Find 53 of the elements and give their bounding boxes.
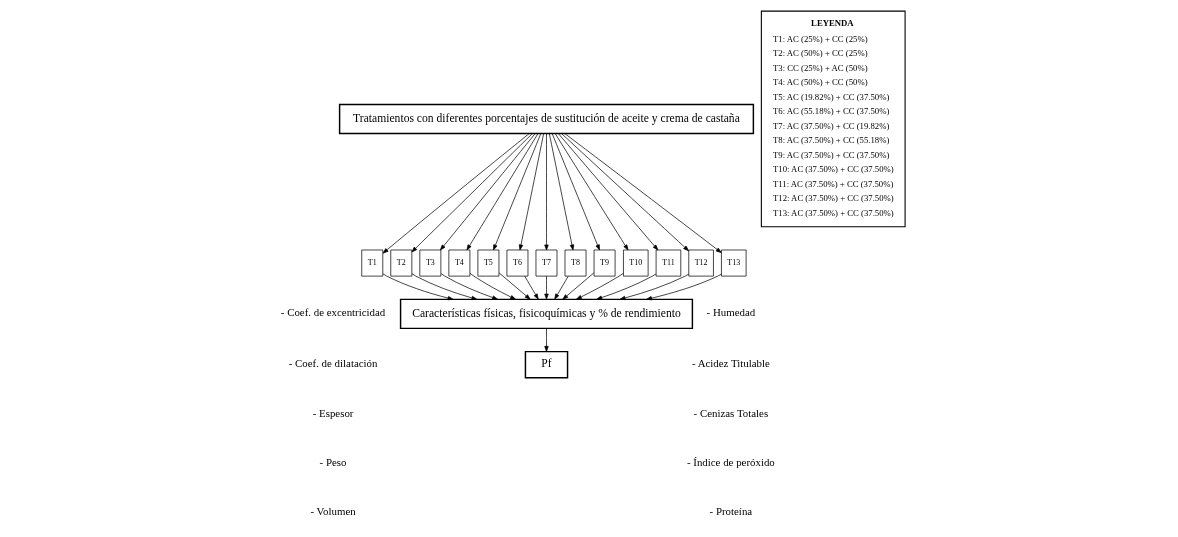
label: - Espesor (312, 406, 353, 419)
node-box: T12 (687, 249, 714, 277)
node-box: T9 (593, 249, 615, 277)
label: - Acidez Titulable (691, 357, 770, 370)
arrow (561, 272, 594, 300)
arrow (469, 272, 516, 300)
label: - Proteína (709, 505, 752, 518)
node-box: T7 (535, 249, 557, 277)
label: - Coef. de excentricidad (280, 306, 385, 319)
arrow (543, 275, 549, 300)
arrow (466, 133, 538, 251)
node-box: T5 (477, 249, 499, 277)
arrow (543, 133, 549, 251)
arrow (595, 273, 656, 300)
label: - Coef. de dilatación (288, 357, 377, 370)
node-box: T4 (448, 249, 470, 277)
label: - Índice de peróxido (686, 455, 775, 468)
label: - Cenizas Totales (693, 406, 768, 419)
arrow (551, 133, 600, 251)
arrow (439, 133, 535, 251)
arrow (523, 275, 539, 300)
node-box: Tratamientos con diferentes porcentajes de sustitución de aceite y crema de castaña (338, 103, 754, 135)
arrow (575, 272, 624, 300)
arrow (645, 273, 722, 301)
node-box: T6 (506, 249, 528, 277)
arrow (382, 273, 453, 301)
node-box: Pf (524, 350, 568, 379)
label: - Humedad (706, 306, 755, 319)
label: - Peso (319, 455, 347, 468)
arrow (411, 273, 477, 301)
node-box: T3 (418, 249, 441, 277)
node-box: LEYENDA T1: AC (25%) + CC (25%) T2: AC (50%) + CC (25%) T3: CC (25%) + AC (50%) T4: AC (50%) + CC (50%) T5: AC (19.82%) + CC (37.50%) T6: AC (55.18%) + CC (37.50%) T7: AC (37.50%) + CC (19.82%) T8: AC (37.50%) + CC (55.18%) T9: AC (37.50%) + CC (37.50%) T10: AC (37.50%) + CC (37.50%) T11: AC (37.50%) + CC (37.50%) T12: AC (37.50%) + CC (37.50%) T13: AC (37.50%) + CC (37.50%) (760, 10, 906, 228)
arrow (498, 272, 531, 300)
arrow (554, 133, 628, 251)
node-box: T2 (389, 249, 412, 277)
arrow (492, 133, 541, 251)
arrow (619, 273, 689, 301)
arrow (557, 133, 658, 251)
arrow (382, 133, 529, 254)
arrow (560, 133, 689, 252)
arrow (411, 133, 533, 253)
arrow (518, 133, 544, 251)
arrow (553, 275, 569, 300)
arrow (440, 273, 498, 300)
node-box: T10 (622, 249, 648, 277)
node-box: T11 (655, 249, 681, 277)
arrow (543, 328, 549, 352)
node-box: T8 (564, 249, 586, 277)
node-box: T13 (720, 249, 746, 277)
label: - Volumen (309, 505, 356, 518)
arrow (548, 133, 574, 251)
arrow (563, 133, 722, 253)
node-box: T1 (360, 249, 383, 277)
